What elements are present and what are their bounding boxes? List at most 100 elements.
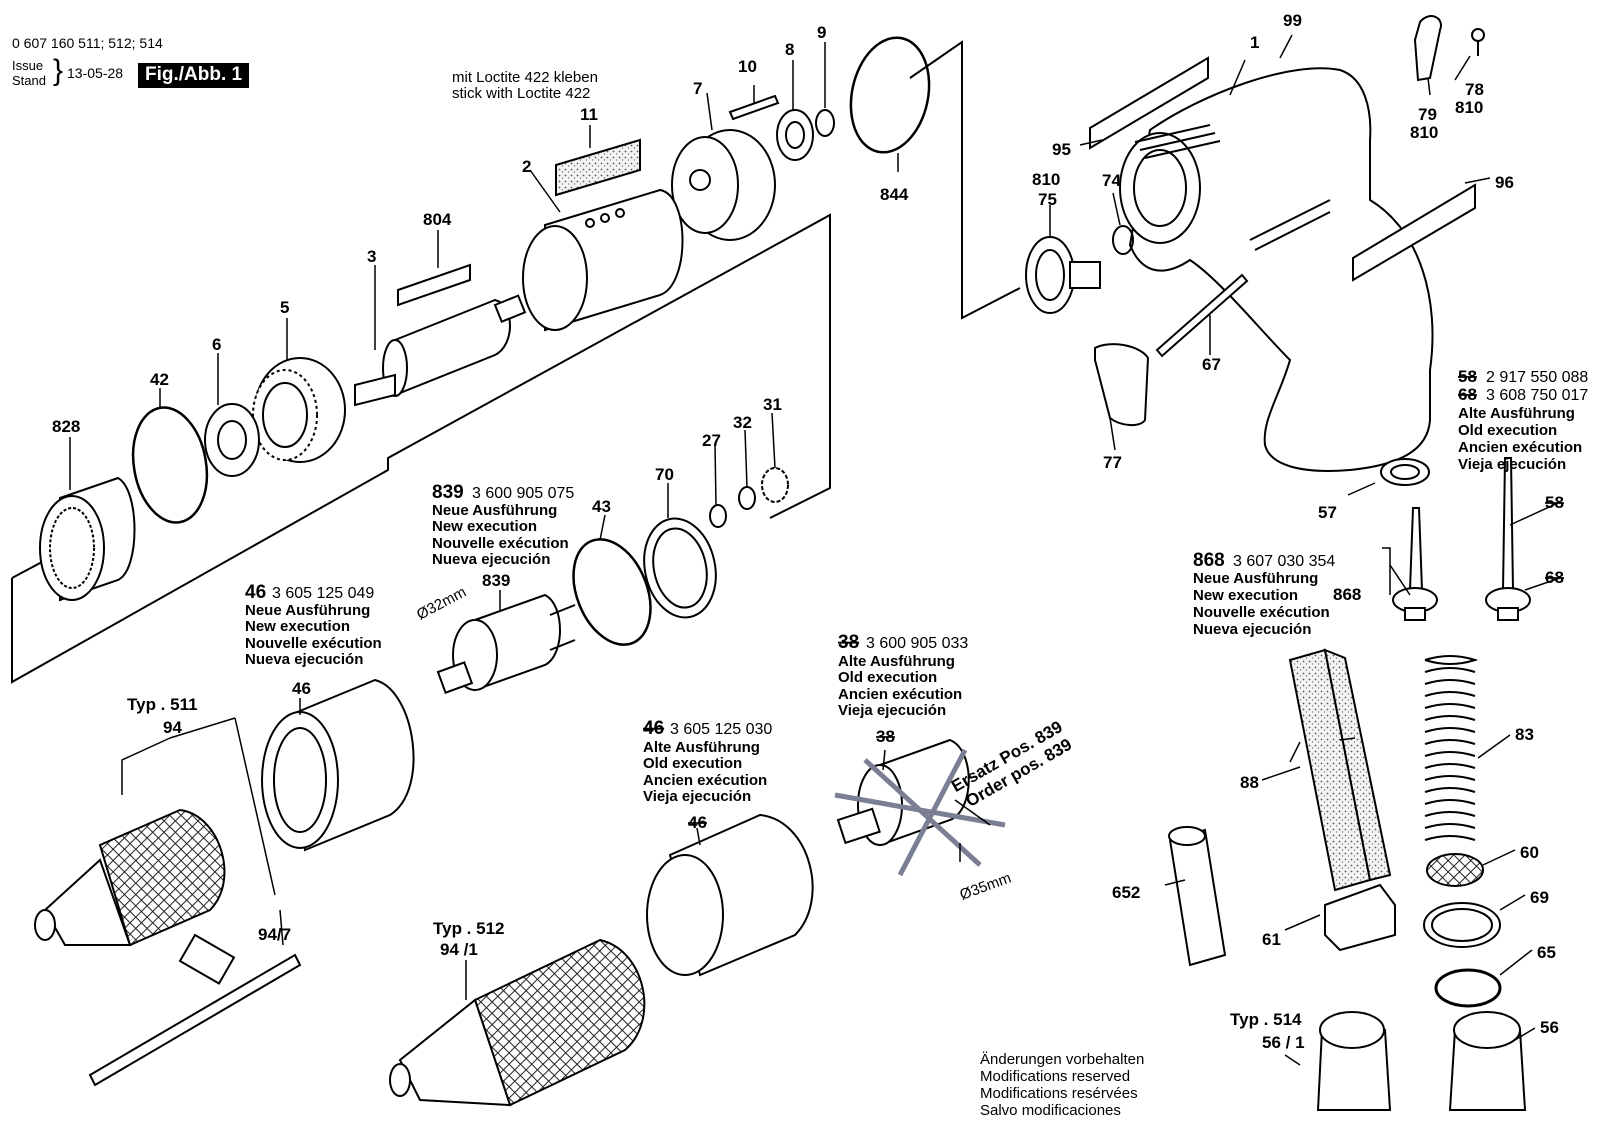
block-46-old: 46 3 605 125 030 Alte Ausführung Old exe…	[643, 718, 772, 805]
svg-text:Änderungen vorbehalten: Änderungen vorbehalten	[980, 1051, 1144, 1068]
valve-pin-58	[1485, 457, 1531, 621]
svg-text:3 608 750 017: 3 608 750 017	[1486, 387, 1588, 404]
chuck-94-1	[389, 938, 646, 1107]
label-strip-96	[1352, 183, 1476, 282]
part-75: 75	[1038, 190, 1057, 209]
loctite-line-1: mit Loctite 422 kleben	[452, 69, 598, 86]
block-46-new: 46 3 605 125 049 Neue Ausführung New exe…	[245, 582, 382, 668]
pin-67	[1155, 273, 1249, 358]
type-512: Typ . 512	[433, 919, 505, 938]
svg-text:Modifications resérvées: Modifications resérvées	[980, 1085, 1138, 1102]
type-511: Typ . 511	[127, 695, 198, 714]
bearing-6	[204, 403, 260, 477]
type-514: Typ . 514	[1230, 1010, 1302, 1029]
vane-pack-11	[555, 138, 641, 197]
dim-35mm: Ø35mm	[958, 870, 1014, 904]
part-810a: 810	[1455, 98, 1483, 117]
part-99: 99	[1283, 11, 1302, 30]
washer-69	[1423, 902, 1501, 948]
block-868: 868 3 607 030 354 Neue Ausführung New ex…	[1193, 550, 1335, 638]
part-839: 839	[482, 571, 510, 590]
oring-74	[1112, 225, 1134, 255]
chuck-94	[34, 808, 226, 947]
svg-text:Old execution: Old execution	[838, 669, 937, 686]
part-56: 56	[1540, 1018, 1559, 1037]
svg-text:Vieja ejecución: Vieja ejecución	[838, 702, 946, 719]
part-57: 57	[1318, 503, 1337, 522]
part-78: 78	[1465, 80, 1484, 99]
svg-text:Modifications reserved: Modifications reserved	[980, 1068, 1130, 1085]
label-strip-95	[1089, 56, 1209, 150]
part-94-7: 94/7	[258, 925, 291, 944]
svg-text:3 607 030 354: 3 607 030 354	[1233, 553, 1335, 570]
sleeve-46-new	[261, 678, 415, 852]
svg-text:Neue Ausführung: Neue Ausführung	[245, 602, 370, 619]
svg-text:Ancien exécution: Ancien exécution	[643, 772, 767, 789]
part-60: 60	[1520, 843, 1539, 862]
part-94-1: 94 /1	[440, 940, 478, 959]
lever-79	[1413, 15, 1442, 82]
doc-number: 0 607 160 511; 512; 514	[12, 35, 163, 51]
key-94-7	[88, 933, 302, 1087]
part-2: 2	[522, 157, 531, 176]
plug-56	[1448, 1011, 1527, 1111]
svg-text:Ancien exécution: Ancien exécution	[1458, 439, 1582, 456]
svg-text:Nouvelle exécution: Nouvelle exécution	[245, 635, 382, 652]
part-95: 95	[1052, 140, 1071, 159]
svg-text:New execution: New execution	[1193, 587, 1298, 604]
part-96: 96	[1495, 173, 1514, 192]
part-79: 79	[1418, 105, 1437, 124]
svg-text:Vieja ejecución: Vieja ejecución	[1458, 456, 1566, 473]
part-868: 868	[1333, 585, 1361, 604]
part-10: 10	[738, 57, 757, 76]
oring-42	[131, 406, 209, 524]
issue-label: Issue	[12, 58, 44, 73]
part-27: 27	[702, 431, 721, 450]
part-38: 38	[876, 727, 895, 746]
svg-text:Neue Ausführung: Neue Ausführung	[432, 502, 557, 519]
svg-text:Neue Ausführung: Neue Ausführung	[1193, 570, 1318, 587]
part-43: 43	[592, 497, 611, 516]
type-labels: Typ . 511 Typ . 512 Typ . 514	[127, 695, 1302, 1029]
svg-text:3 605 125 049: 3 605 125 049	[272, 585, 374, 602]
block-38: 38 3 600 905 033 Alte Ausführung Old exe…	[838, 632, 968, 719]
dim-32mm: Ø32mm	[414, 583, 469, 623]
oring-65	[1434, 968, 1502, 1008]
part-67: 67	[1202, 355, 1221, 374]
part-804: 804	[423, 210, 452, 229]
washer-27	[709, 504, 727, 528]
svg-text:Nouvelle exécution: Nouvelle exécution	[1193, 604, 1330, 621]
plug-56-1	[1316, 1011, 1392, 1111]
part-number-labels: 99 1 78 810 79 810 95 96 810 75 74 67 77…	[52, 11, 1564, 1052]
spring-83	[1424, 655, 1479, 841]
part-828: 828	[52, 417, 80, 436]
part-68: 68	[1545, 568, 1564, 587]
svg-text:46: 46	[643, 718, 664, 739]
svg-text:Old execution: Old execution	[1458, 422, 1557, 439]
gear-32	[738, 486, 756, 510]
ring-gear-828	[39, 476, 136, 602]
brace: }	[53, 54, 64, 87]
frame-lines	[11, 40, 1021, 684]
svg-text:839: 839	[432, 482, 464, 503]
figure-badge: Fig./Abb. 1	[138, 63, 250, 88]
part-69: 69	[1530, 888, 1549, 907]
housing	[1119, 67, 1434, 472]
svg-text:46: 46	[245, 582, 266, 603]
svg-text:Alte Ausführung: Alte Ausführung	[838, 653, 955, 670]
gear-31	[761, 467, 789, 503]
part-810b: 810	[1410, 123, 1438, 142]
part-70: 70	[655, 465, 674, 484]
modifications-note: Änderungen vorbehalten Modifications res…	[980, 1051, 1144, 1119]
part-88: 88	[1240, 773, 1259, 792]
svg-text:New execution: New execution	[432, 518, 537, 535]
part-5: 5	[280, 298, 289, 317]
part-74: 74	[1102, 171, 1121, 190]
part-61: 61	[1262, 930, 1281, 949]
svg-text:3 600 905 075: 3 600 905 075	[472, 485, 574, 502]
svg-text:38: 38	[838, 632, 859, 653]
oring-43	[572, 538, 652, 646]
svg-text:2 917 550 088: 2 917 550 088	[1486, 369, 1588, 386]
svg-text:3 605 125 030: 3 605 125 030	[670, 721, 772, 738]
